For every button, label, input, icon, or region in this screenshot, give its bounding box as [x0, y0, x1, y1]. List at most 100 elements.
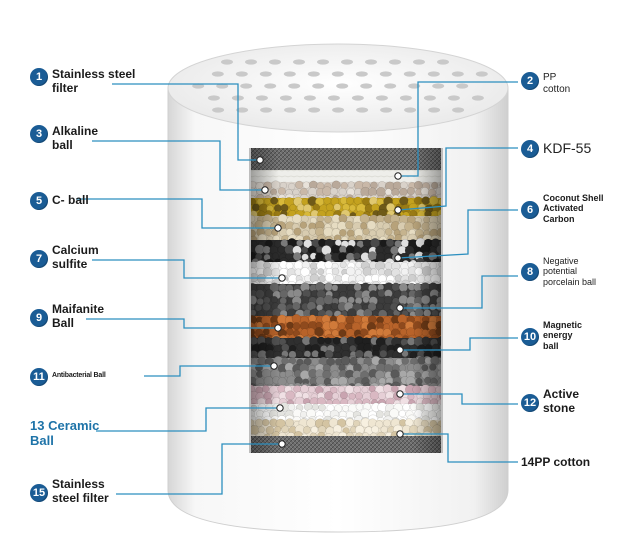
media-granule [262, 245, 271, 254]
vent-hole [471, 95, 484, 101]
vent-hole [293, 59, 305, 65]
vent-hole [317, 59, 329, 65]
vent-hole [389, 59, 401, 65]
media-granule [377, 391, 387, 401]
media-granule [359, 213, 370, 224]
media-granule [331, 244, 341, 254]
vent-hole [269, 59, 281, 65]
media-granule [336, 314, 346, 324]
media-granule [421, 196, 431, 205]
media-granule [414, 196, 423, 205]
media-granule [377, 289, 386, 298]
vent-hole [432, 83, 445, 89]
media-granule [354, 246, 362, 254]
vent-hole [427, 71, 440, 77]
media-granule [255, 363, 263, 372]
media-granule [432, 424, 442, 435]
media-granule [361, 363, 370, 371]
vent-hole [331, 71, 344, 77]
callout-label: Active stone [543, 387, 580, 415]
media-granule [391, 385, 399, 393]
media-granule [355, 349, 364, 359]
callout-label: Stainless steel filter [52, 67, 136, 95]
media-granule [349, 344, 357, 353]
media-granule [349, 204, 356, 212]
vent-hole [356, 107, 369, 113]
leader-line [96, 407, 280, 432]
anchor-dot [256, 156, 264, 164]
callout-label: Magnetic energy ball [543, 320, 583, 351]
media-granule [332, 290, 340, 298]
leader-line [400, 275, 518, 309]
media-granule [354, 268, 362, 276]
media-granule [323, 196, 332, 205]
media-granule [261, 220, 272, 231]
callout-8: 8 Negative potential porcelain ball [521, 256, 596, 287]
callout-5: 5 C- ball [30, 192, 89, 210]
vent-hole [428, 107, 441, 113]
callout-number-badge: 11 [30, 368, 48, 386]
cartridge-top-cap [167, 43, 509, 133]
callout-label: Stainless steel filter [52, 477, 109, 505]
media-granule [353, 252, 361, 260]
media-granule [353, 314, 362, 324]
vent-hole [360, 83, 373, 89]
vent-hole [307, 71, 320, 77]
callout-number-badge: 15 [30, 484, 48, 502]
media-granule [399, 187, 408, 197]
media-granule [371, 425, 380, 434]
callout-number-badge: 6 [521, 201, 539, 219]
media-granule [414, 371, 422, 379]
media-granule [299, 410, 308, 419]
media-granule [293, 227, 302, 236]
mesh-layer [250, 148, 442, 170]
vent-hole [456, 83, 469, 89]
media-granule [400, 267, 409, 276]
media-granule [309, 336, 319, 346]
media-granule [417, 274, 426, 283]
anchor-dot [396, 390, 404, 398]
media-granule [423, 216, 431, 224]
media-granule [355, 392, 363, 400]
media-granule [264, 228, 273, 237]
vent-hole [264, 83, 277, 89]
media-granule [315, 376, 325, 386]
callout-10: 10 Magnetic energy ball [521, 320, 582, 351]
vent-hole [279, 95, 292, 101]
vent-hole [207, 95, 220, 101]
media-granule [353, 196, 362, 205]
media-granule [302, 181, 310, 189]
media-granule [345, 196, 354, 205]
callout-number-badge: 7 [30, 250, 48, 268]
media-granule [331, 221, 339, 230]
media-granule [421, 336, 431, 346]
vent-hole [216, 83, 229, 89]
callout-number-badge: 3 [30, 125, 48, 143]
media-granule [254, 418, 264, 427]
anchor-dot [261, 186, 269, 194]
vent-hole [283, 71, 296, 77]
media-granule [271, 252, 279, 260]
media-granule [261, 385, 270, 393]
callout-label: 13 Ceramic Ball [30, 418, 100, 448]
media-granule [432, 343, 440, 351]
callout-13: 13 Ceramic Ball [30, 418, 100, 449]
vent-hole [327, 95, 340, 101]
media-granule [262, 328, 270, 336]
media-granule [383, 295, 393, 305]
media-granule [353, 385, 361, 394]
callout-label: Negative potential porcelain ball [543, 256, 597, 287]
callout-7: 7 Calcium sulfite [30, 243, 99, 272]
media-granule [414, 267, 423, 276]
media-granule [348, 392, 356, 400]
vent-hole [384, 83, 397, 89]
media-granule [331, 370, 339, 379]
vent-hole [245, 59, 257, 65]
callout-label: Calcium sulfite [52, 243, 99, 271]
media-granule [401, 357, 409, 365]
media-granule [345, 418, 355, 427]
media-granule [355, 403, 364, 411]
filter-media-layers [250, 148, 442, 453]
media-granule [431, 403, 440, 411]
callout-label: KDF-55 [543, 140, 592, 156]
